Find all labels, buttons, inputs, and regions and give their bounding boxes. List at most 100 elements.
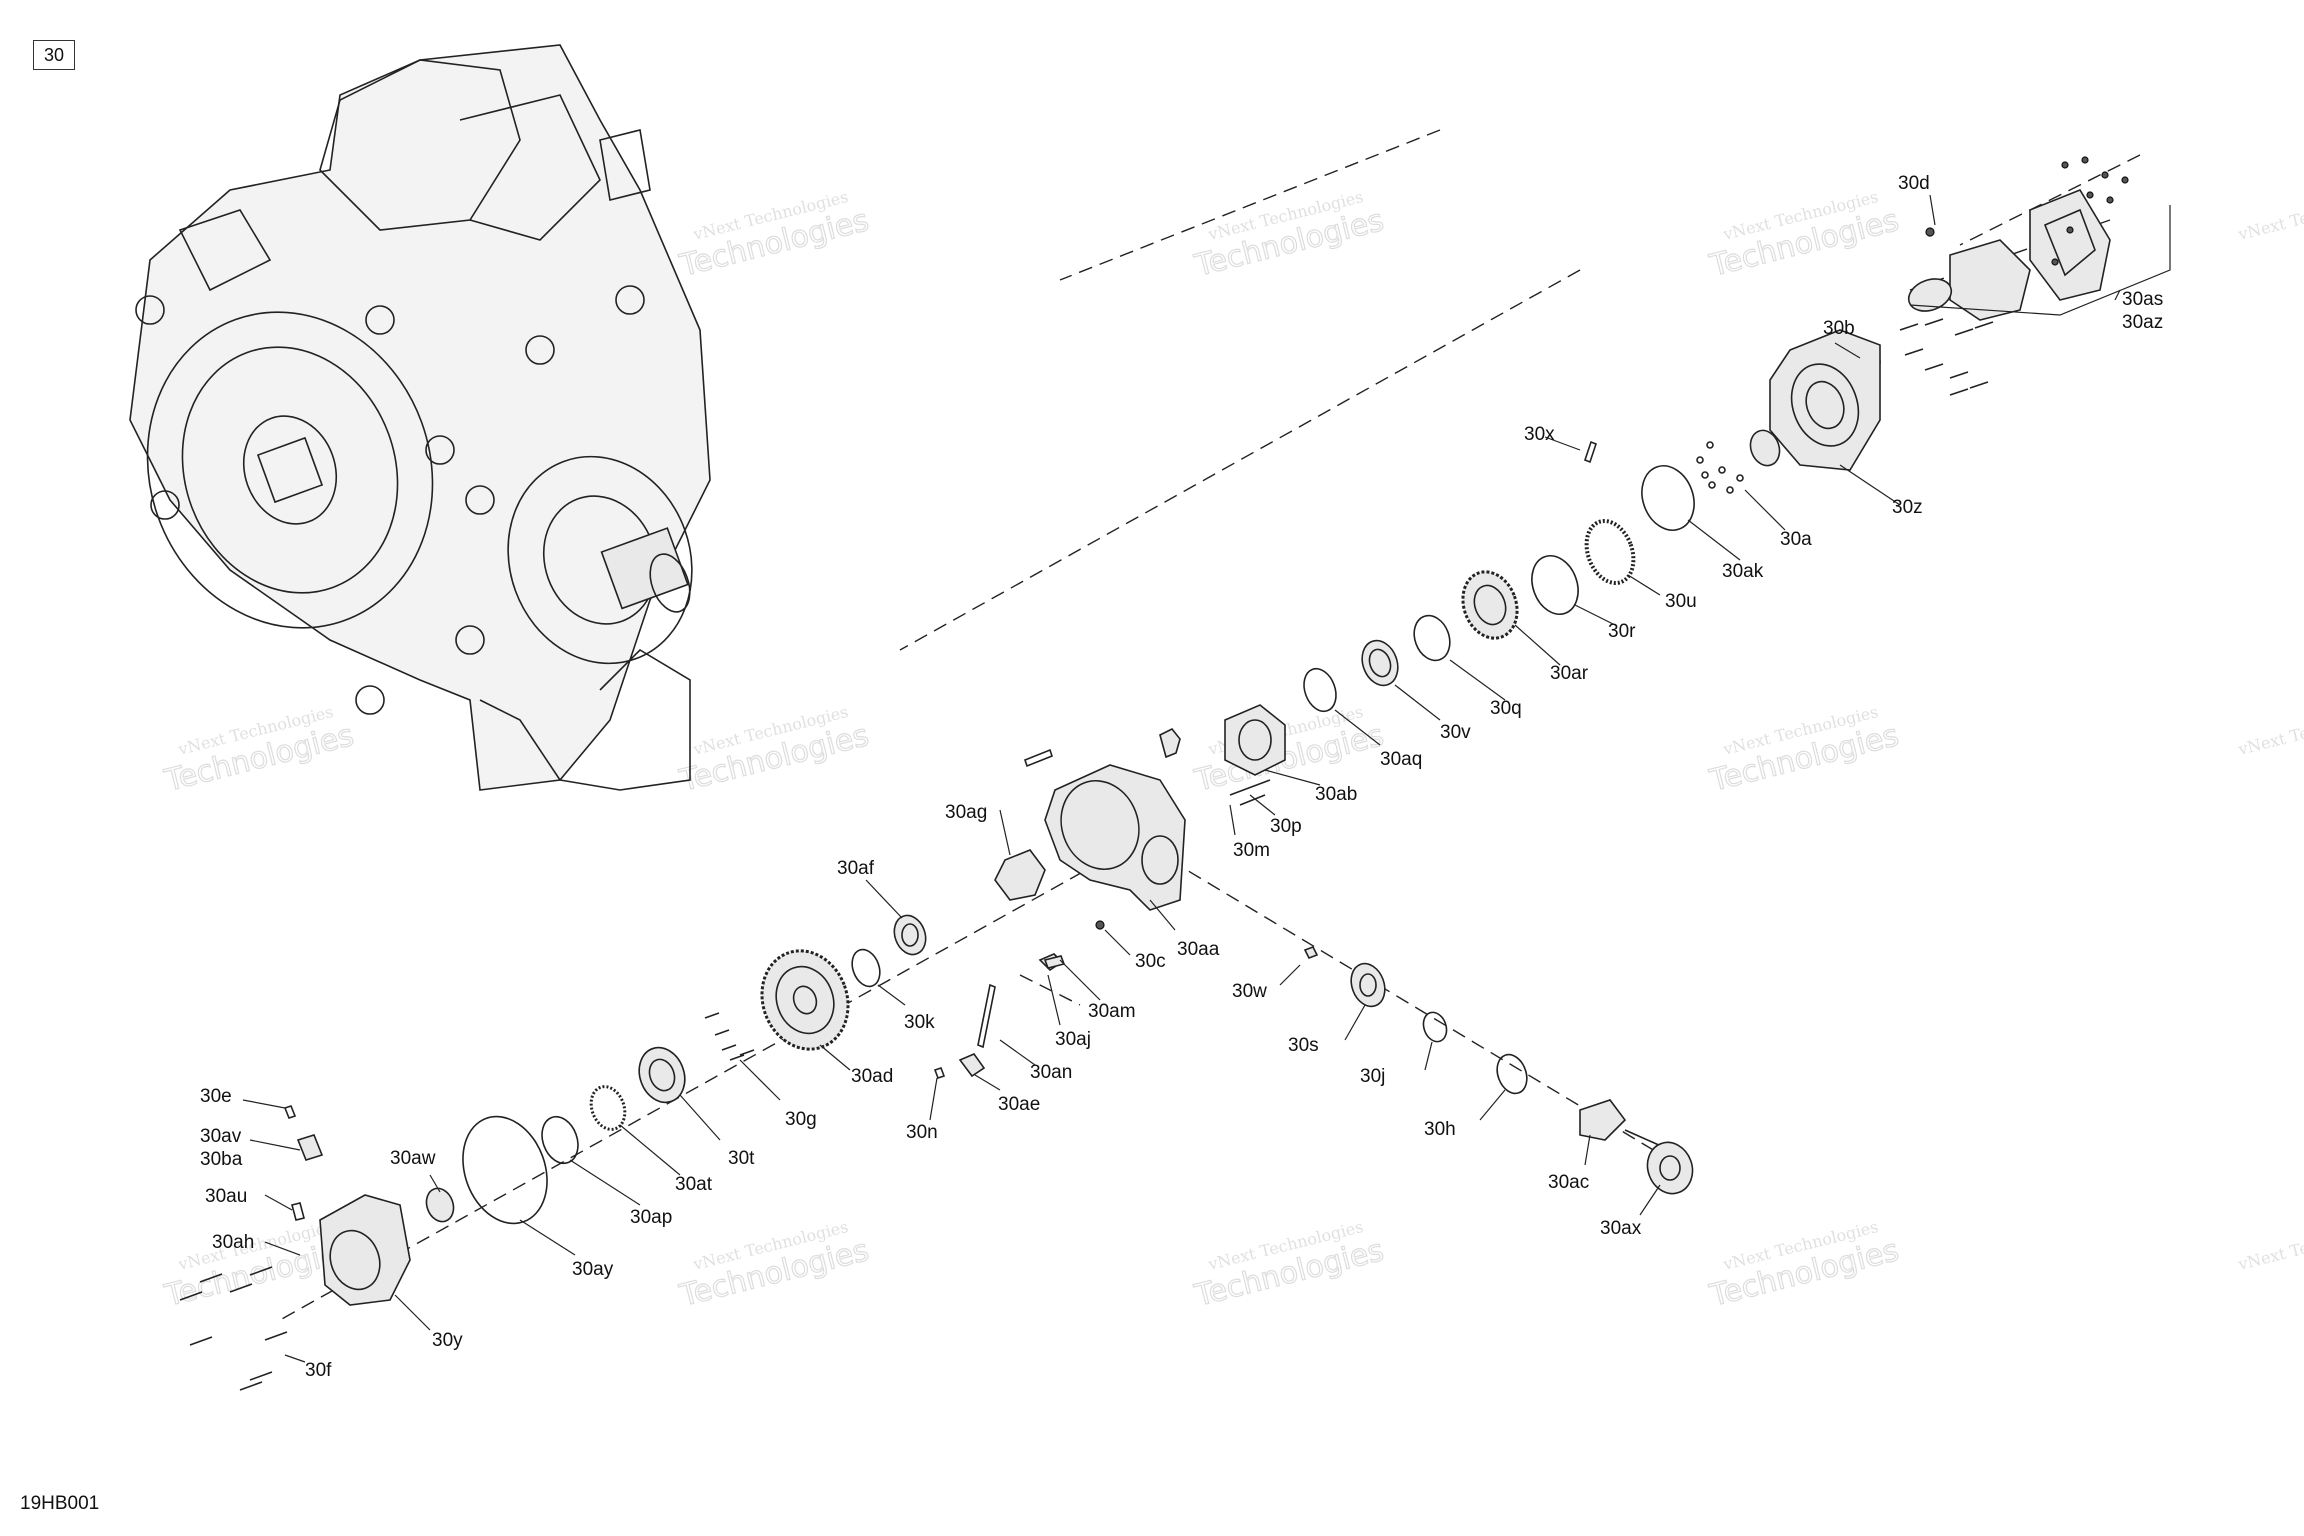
watermark: vNext Technologies Technologies — [160, 702, 358, 799]
callout-30w: 30w — [1232, 981, 1267, 1002]
part-30n-pin — [933, 1066, 946, 1080]
part-30ar-gear — [1461, 570, 1519, 640]
callout-30m: 30m — [1233, 840, 1270, 861]
page-reference-box: 30 — [33, 40, 75, 70]
part-30an-shaft — [977, 983, 996, 1049]
part-30ax-seal — [1646, 1141, 1694, 1195]
callout-30y: 30y — [432, 1330, 463, 1351]
callout-30q: 30q — [1490, 698, 1522, 719]
callout-30ba: 30ba — [200, 1149, 243, 1170]
callout-30as: 30as — [2122, 289, 2163, 310]
part-30s-bearing — [1350, 962, 1386, 1008]
watermark: vNext Technologies Technologies — [1705, 187, 1903, 284]
callout-30aw: 30aw — [390, 1148, 436, 1169]
callout-30ac: 30ac — [1548, 1172, 1589, 1193]
callout-30f: 30f — [305, 1360, 332, 1381]
watermark: vNext Technologies Technologies — [1705, 702, 1903, 799]
callout-30ad: 30ad — [851, 1066, 893, 1087]
part-30h-ring — [1496, 1053, 1528, 1095]
callout-30g: 30g — [785, 1109, 817, 1130]
exploded-parts — [179, 156, 2129, 1391]
callout-30e: 30e — [200, 1086, 232, 1107]
callout-30av: 30av — [200, 1126, 242, 1147]
part-30aq-ring — [1303, 667, 1337, 713]
callout-30t: 30t — [728, 1148, 755, 1169]
assembled-gearbox-illustration — [129, 44, 711, 791]
part-30ag-pinion — [994, 849, 1046, 901]
callout-30aa: 30aa — [1177, 939, 1220, 960]
part-30v-bearing — [1361, 639, 1399, 687]
callout-30x: 30x — [1524, 424, 1555, 445]
callout-30d: 30d — [1898, 173, 1930, 194]
part-30at-washer — [589, 1085, 627, 1131]
callout-30az: 30az — [2122, 312, 2163, 333]
part-30as-cover — [2029, 189, 2111, 301]
callout-30j: 30j — [1360, 1066, 1385, 1087]
part-30af-bearing — [893, 914, 927, 956]
watermark: vNext Technologies — [2235, 187, 2304, 244]
screw-set-top — [2051, 156, 2129, 266]
part-30av-sensor — [296, 1134, 324, 1161]
callout-30an: 30an — [1030, 1062, 1072, 1083]
callout-30aj: 30aj — [1055, 1029, 1091, 1050]
watermark-text: vNext Technologies — [2235, 702, 2304, 759]
callout-30v: 30v — [1440, 722, 1471, 743]
part-30a-balls — [1696, 441, 1744, 494]
watermark: vNext Technologies Technologies — [675, 1217, 873, 1314]
watermark: vNext Technologies Technologies — [1190, 1217, 1388, 1314]
part-30aa-case — [1044, 764, 1186, 911]
shift-axis-line — [1019, 974, 1081, 1006]
callout-30s: 30s — [1288, 1035, 1319, 1056]
part-30ap-ring — [541, 1115, 579, 1165]
part-30d-actuator — [1949, 239, 2031, 321]
callout-30ab: 30ab — [1315, 784, 1357, 805]
callout-30a: 30a — [1780, 529, 1812, 550]
part-30k-ring — [851, 948, 881, 988]
watermark: vNext Technologies Technologies — [1190, 187, 1388, 284]
part-30p-pins — [1229, 779, 1271, 806]
callout-30b: 30b — [1823, 318, 1855, 339]
callout-30au: 30au — [205, 1186, 247, 1207]
callout-30ag: 30ag — [945, 802, 987, 823]
callout-30z: 30z — [1892, 497, 1923, 518]
part-30ae-gear — [958, 1053, 986, 1078]
callout-30ar: 30ar — [1550, 663, 1589, 684]
part-30ac-shaft — [1579, 1099, 1627, 1141]
part-30t-bearing — [638, 1046, 686, 1104]
main-axis-line-lower — [279, 839, 1141, 1321]
callout-30at: 30at — [675, 1174, 713, 1195]
drawing-code: 19HB001 — [20, 1493, 100, 1514]
callout-30ax: 30ax — [1600, 1218, 1642, 1239]
part-30ak-plate — [1641, 465, 1695, 531]
callout-30ap: 30ap — [630, 1207, 672, 1228]
watermark: vNext Technologies Technologies — [675, 702, 873, 799]
part-30z-housing — [1769, 329, 1881, 471]
callout-30h: 30h — [1424, 1119, 1456, 1140]
callout-30n: 30n — [906, 1122, 938, 1143]
callout-30ae: 30ae — [998, 1094, 1040, 1115]
part-30f-bolts — [179, 1266, 288, 1391]
part-30j-ring — [1422, 1011, 1448, 1043]
callout-30p: 30p — [1270, 816, 1302, 837]
leader-lines — [242, 194, 2171, 1363]
page-reference-number: 30 — [43, 44, 65, 65]
part-30q-ring — [1413, 614, 1451, 662]
part-30ad-gear — [760, 949, 850, 1051]
callout-30u: 30u — [1665, 591, 1697, 612]
part-30y-cover — [319, 1194, 411, 1306]
part-30w-plug — [1303, 945, 1319, 960]
callout-30aq: 30aq — [1380, 749, 1422, 770]
part-30ab-differential — [1224, 704, 1286, 776]
watermark: vNext Technologies — [2235, 1217, 2304, 1274]
housing-axis-line — [1959, 154, 2141, 246]
part-30c-plug — [1095, 920, 1105, 930]
callout-30c: 30c — [1135, 951, 1166, 972]
part-30x-pin — [1584, 440, 1597, 464]
callout-30af: 30af — [837, 858, 875, 879]
part-30aw-seal — [425, 1187, 455, 1223]
watermark: vNext Technologies Technologies — [1705, 1217, 1903, 1314]
upper-axis-line — [1059, 129, 1441, 281]
callout-30ah: 30ah — [212, 1232, 254, 1253]
callout-30am: 30am — [1088, 1001, 1136, 1022]
